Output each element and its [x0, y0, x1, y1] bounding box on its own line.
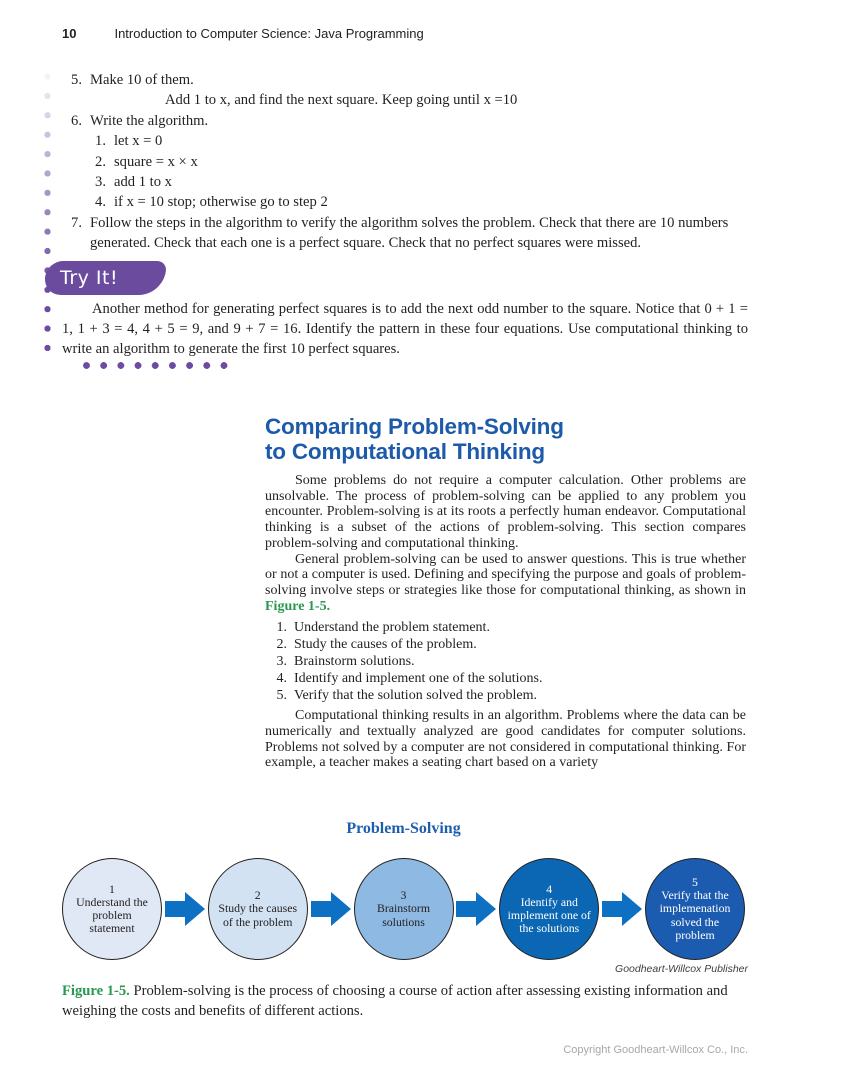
body-paragraph: General problem-solving can be used to a…	[265, 552, 746, 615]
section-heading-line2: to Computational Thinking	[265, 439, 545, 464]
algorithm-step: 1. let x = 0	[62, 131, 750, 151]
algorithm-step-number: 4.	[95, 194, 106, 211]
list-item: 2. Study the causes of the problem.	[265, 636, 746, 653]
list-item: 1. Understand the problem statement.	[265, 619, 746, 636]
try-it-badge: Try It!	[42, 261, 168, 295]
flow-step-number: 4	[546, 881, 553, 896]
flow-step-number: 1	[109, 881, 115, 896]
list-item-number: 5.	[276, 688, 288, 704]
figure-reference: Figure 1-5.	[265, 598, 331, 614]
body-paragraph: Computational thinking results in an alg…	[265, 708, 746, 771]
list-item: 7. Follow the steps in the algorithm to …	[62, 213, 750, 254]
section-heading: Comparing Problem-Solving to Computation…	[265, 414, 746, 464]
list-item: 5. Verify that the solution solved the p…	[265, 687, 746, 704]
problem-solving-flow-diagram: 1 Understand the problem statement 2 Stu…	[62, 856, 745, 962]
algorithm-step-number: 2.	[95, 153, 106, 170]
list-item-text: Brainstorm solutions.	[294, 654, 415, 670]
book-title: Introduction to Computer Science: Java P…	[114, 26, 424, 41]
algorithm-step: 4. if x = 10 stop; otherwise go to step …	[62, 192, 750, 212]
page-number: 10	[62, 26, 77, 41]
right-arrow-icon	[456, 892, 497, 926]
decorative-dot-row	[82, 361, 236, 370]
try-it-paragraph: Another method for generating perfect sq…	[62, 301, 748, 358]
flow-step-number: 2	[254, 888, 261, 903]
copyright-line: Copyright Goodheart-Willcox Co., Inc.	[563, 1044, 748, 1056]
list-item-text: Identify and implement one of the soluti…	[294, 671, 543, 687]
problem-solving-step-list: 1. Understand the problem statement. 2. …	[265, 619, 746, 704]
flow-step-number: 5	[692, 874, 698, 889]
algorithm-step-text: let x = 0	[114, 133, 163, 150]
publisher-credit: Goodheart-Willcox Publisher	[615, 963, 748, 975]
try-it-label: Try It!	[60, 267, 119, 289]
list-item-text: Verify that the solution solved the prob…	[294, 688, 538, 704]
algorithm-step-number: 3.	[95, 174, 106, 191]
algorithm-step-text: if x = 10 stop; otherwise go to step 2	[114, 194, 328, 211]
decorative-dot-column	[43, 72, 52, 364]
flow-step-text: Verify that the implemenation solved the…	[659, 888, 731, 942]
right-arrow-icon	[164, 892, 205, 926]
list-item: 6. Write the algorithm.	[62, 111, 750, 131]
flow-step-text: Understand the problem statement	[76, 894, 148, 936]
main-column: Comparing Problem-Solving to Computation…	[265, 414, 746, 771]
list-item-number: 1.	[276, 620, 288, 636]
list-item: 3. Brainstorm solutions.	[265, 653, 746, 670]
list-item-text: Follow the steps in the algorithm to ver…	[90, 214, 729, 252]
page-header: 10 Introduction to Computer Science: Jav…	[62, 26, 424, 41]
list-item-number: 4.	[276, 671, 288, 687]
flow-step-circle: 4 Identify and implement one of the solu…	[499, 858, 600, 960]
list-item-subline: Add 1 to x, and find the next square. Ke…	[165, 92, 518, 109]
algorithm-step: 3. add 1 to x	[62, 172, 750, 192]
flow-step-text: Study the causes of the problem	[218, 901, 298, 929]
list-item-text: Write the algorithm.	[90, 112, 209, 129]
figure-caption: Figure 1-5. Problem-solving is the proce…	[62, 982, 756, 1021]
list-item-text: Understand the problem statement.	[294, 620, 490, 636]
figure-diagram-title: Problem-Solving	[346, 820, 461, 837]
list-item-text: Make 10 of them.	[90, 72, 194, 88]
list-item: 4. Identify and implement one of the sol…	[265, 670, 746, 687]
flow-step-number: 3	[400, 888, 407, 903]
algorithm-step-text: add 1 to x	[114, 174, 172, 191]
flow-step-text: Brainstorm solutions	[376, 901, 431, 929]
algorithm-step: 2. square = x × x	[62, 152, 750, 172]
algorithm-step-text: square = x × x	[114, 153, 198, 170]
flow-step-circle: 3 Brainstorm solutions	[353, 858, 454, 960]
algorithm-step-number: 1.	[95, 133, 106, 150]
exercise-step-list: 5. Make 10 of them. Add 1 to x, and find…	[62, 70, 750, 254]
figure-caption-label: Figure 1-5.	[62, 983, 130, 999]
list-item-number: 6.	[71, 112, 82, 129]
flow-step-circle: 2 Study the causes of the problem	[207, 858, 308, 960]
flow-step-circle: 5 Verify that the implemenation solved t…	[645, 858, 745, 960]
paragraph-text: General problem-solving can be used to a…	[265, 551, 746, 598]
right-arrow-icon	[602, 892, 643, 926]
section-heading-line1: Comparing Problem-Solving	[265, 414, 564, 439]
list-item-number: 5.	[71, 72, 82, 88]
list-item-number: 2.	[276, 637, 288, 653]
list-item: 5. Make 10 of them.	[62, 70, 750, 90]
list-item-number: 7.	[71, 214, 82, 231]
figure-caption-text: Problem-solving is the process of choosi…	[62, 983, 728, 1019]
list-item-text: Study the causes of the problem.	[294, 637, 477, 653]
flow-step-text: Identify and implement one of the soluti…	[507, 894, 591, 936]
right-arrow-icon	[310, 892, 351, 926]
body-paragraph: Some problems do not require a computer …	[265, 473, 746, 551]
list-item-number: 3.	[276, 654, 288, 670]
flow-step-circle: 1 Understand the problem statement	[62, 858, 162, 960]
